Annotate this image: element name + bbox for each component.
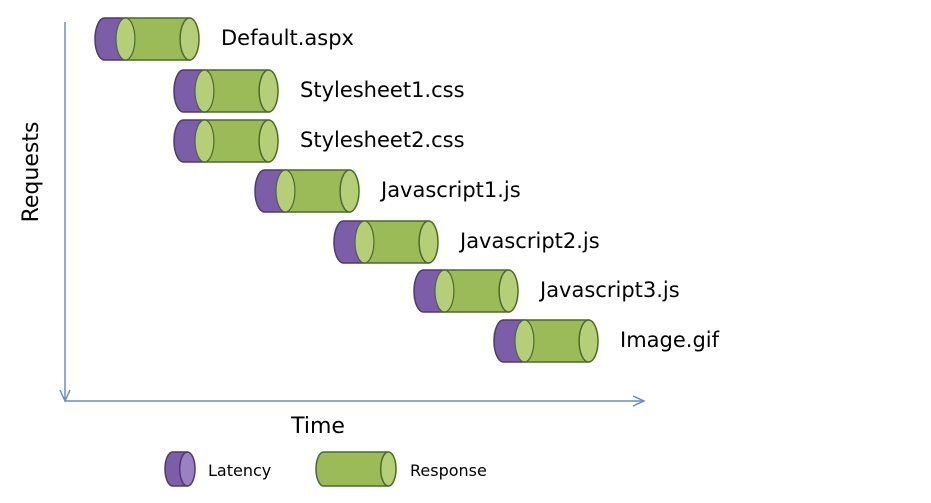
request-row: Javascript2.js xyxy=(333,220,600,264)
response-segment-seam xyxy=(194,119,215,163)
request-row: Default.aspx xyxy=(94,17,354,61)
response-segment-end xyxy=(258,119,279,163)
response-segment-seam xyxy=(194,69,215,113)
legend-response-body xyxy=(315,451,390,487)
legend-latency-end xyxy=(178,451,196,487)
response-segment-seam xyxy=(275,169,296,213)
x-axis-title: Time xyxy=(290,414,345,439)
response-segment-seam xyxy=(354,220,375,264)
response-segment-end xyxy=(578,319,599,363)
request-row: Stylesheet2.css xyxy=(173,119,465,163)
request-row: Stylesheet1.css xyxy=(173,69,465,113)
legend-response-label: Response xyxy=(410,461,487,480)
response-segment-end xyxy=(258,69,279,113)
response-segment-seam xyxy=(514,319,535,363)
axes xyxy=(59,22,646,407)
legend: Latency Response xyxy=(164,451,487,487)
response-segment-end xyxy=(339,169,360,213)
request-row: Javascript1.js xyxy=(254,169,521,213)
request-label: Javascript3.js xyxy=(538,278,680,302)
response-segment-seam xyxy=(115,17,136,61)
request-label: Default.aspx xyxy=(221,26,354,50)
request-label: Image.gif xyxy=(620,328,720,352)
legend-response-end xyxy=(379,451,397,487)
request-row: Javascript3.js xyxy=(413,269,680,313)
response-segment-end xyxy=(498,269,519,313)
response-segment-seam xyxy=(434,269,455,313)
legend-latency-swatch xyxy=(164,451,196,487)
request-rows: Default.aspxStylesheet1.cssStylesheet2.c… xyxy=(94,17,720,363)
legend-response-swatch xyxy=(315,451,397,487)
request-label: Javascript1.js xyxy=(379,178,521,202)
request-label: Stylesheet1.css xyxy=(300,78,465,102)
response-segment-end xyxy=(418,220,439,264)
legend-latency-label: Latency xyxy=(208,461,271,480)
request-label: Javascript2.js xyxy=(458,229,600,253)
request-row: Image.gif xyxy=(493,319,720,363)
request-label: Stylesheet2.css xyxy=(300,128,465,152)
y-axis-title: Requests xyxy=(19,122,44,223)
x-axis-arrowhead xyxy=(632,395,646,407)
response-segment-end xyxy=(179,17,200,61)
